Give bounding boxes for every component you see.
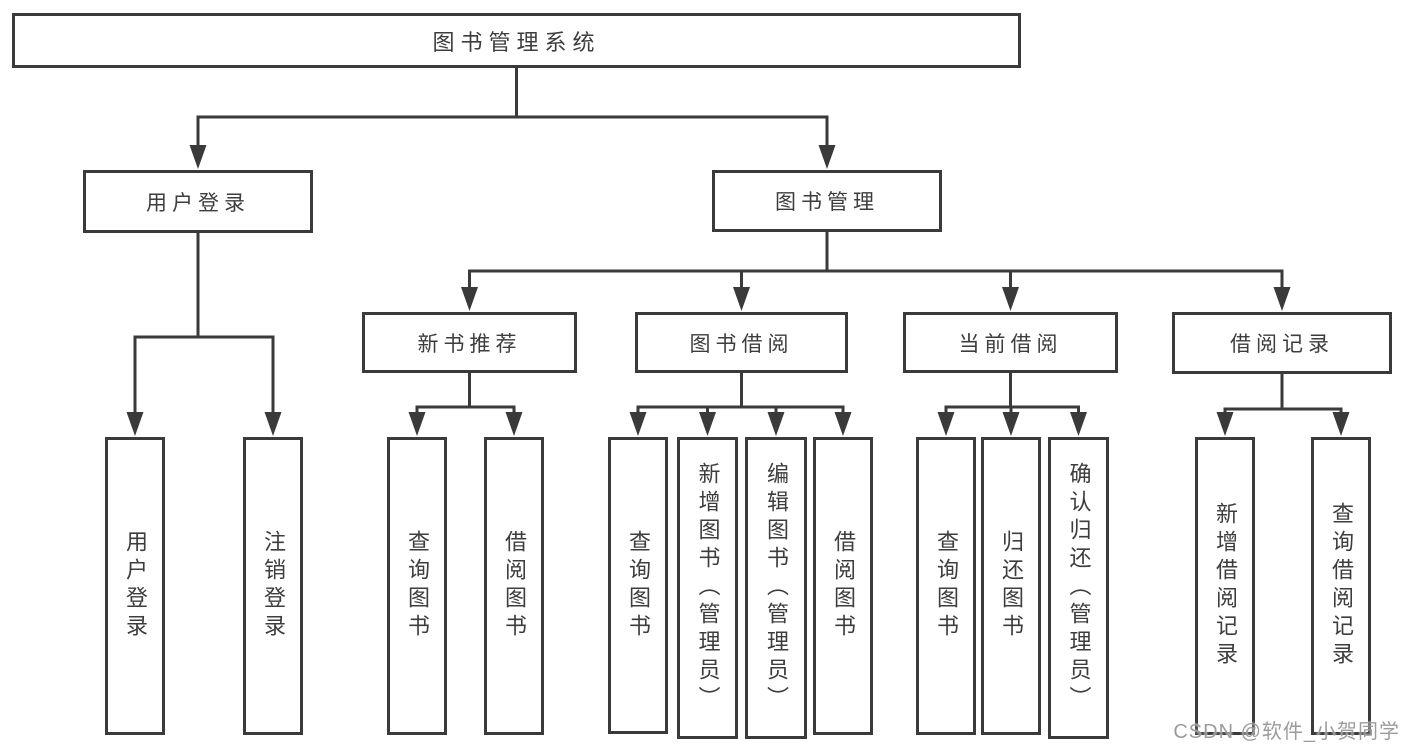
connector-record [1223, 370, 1343, 423]
connector-rec [415, 369, 516, 423]
node-current-confirm: 确认归还（管理员） [1048, 437, 1109, 739]
node-current-return: 归还图书 [981, 437, 1041, 735]
arrowhead-current-confirm [1070, 412, 1087, 436]
arrowhead-borrow-edit [767, 412, 785, 436]
arrowhead-borrow-borrow [834, 412, 852, 436]
arrowhead-borrow-add [699, 412, 716, 436]
connector-login [133, 229, 275, 423]
node-borrow-borrow: 借阅图书 [813, 437, 873, 735]
arrowhead-rec-borrow [505, 412, 523, 436]
arrowhead-current [1002, 287, 1019, 311]
node-login-logout: 注销登录 [243, 437, 303, 735]
node-login-user: 用户登录 [105, 437, 165, 735]
node-record: 借阅记录 [1172, 312, 1392, 374]
node-rec: 新书推荐 [362, 312, 577, 373]
arrowhead-borrow-query [629, 412, 647, 436]
connector-current [944, 369, 1080, 423]
node-login: 用户登录 [83, 170, 313, 233]
connector-root [196, 64, 829, 156]
arrowhead-login-logout [264, 412, 282, 436]
node-current-query: 查询图书 [916, 437, 976, 735]
node-record-add: 新增借阅记录 [1195, 437, 1255, 735]
arrowhead-record [1273, 287, 1291, 311]
node-borrow-query: 查询图书 [608, 437, 668, 734]
node-rec-borrow: 借阅图书 [484, 437, 544, 735]
node-rec-query: 查询图书 [387, 437, 447, 735]
arrowhead-current-return [1002, 412, 1020, 436]
arrowhead-current-query [937, 412, 955, 436]
node-borrow-add: 新增图书（管理员） [677, 437, 738, 739]
arrowhead-rec-query [408, 412, 426, 436]
node-borrow: 图书借阅 [635, 312, 848, 373]
connector-mgmt [468, 228, 1284, 298]
node-borrow-edit: 编辑图书（管理员） [745, 437, 807, 739]
node-record-query: 查询借阅记录 [1311, 437, 1371, 735]
arrowhead-record-query [1332, 412, 1350, 436]
arrowhead-record-add [1216, 412, 1234, 436]
arrowhead-mgmt [818, 145, 836, 169]
arrowhead-login-user [126, 412, 144, 436]
arrowhead-login [189, 145, 207, 169]
node-mgmt: 图书管理 [712, 170, 942, 232]
connector-borrow [636, 369, 845, 423]
node-current: 当前借阅 [903, 312, 1118, 373]
node-root: 图书管理系统 [12, 13, 1021, 68]
arrowhead-borrow [733, 287, 750, 311]
arrowhead-rec [461, 287, 478, 311]
